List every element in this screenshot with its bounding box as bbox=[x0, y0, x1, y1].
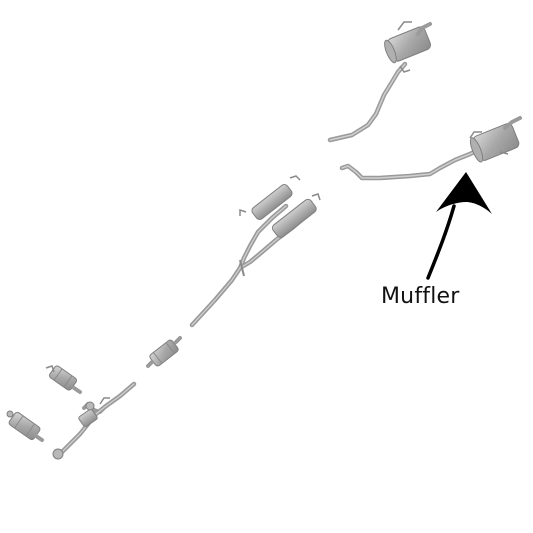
rear-muffler-lower bbox=[339, 116, 522, 181]
front-catalytic-converter-left bbox=[6, 410, 44, 442]
front-catalytic-converter-right bbox=[45, 365, 82, 394]
center-catalytic-converter bbox=[146, 336, 182, 368]
rear-muffler-upper bbox=[327, 21, 432, 143]
resonator-left bbox=[239, 175, 301, 220]
callout-arrow bbox=[426, 172, 492, 280]
front-pipe-y bbox=[52, 381, 137, 460]
muffler-label: Muffler bbox=[381, 284, 460, 309]
resonator-right bbox=[271, 193, 321, 238]
